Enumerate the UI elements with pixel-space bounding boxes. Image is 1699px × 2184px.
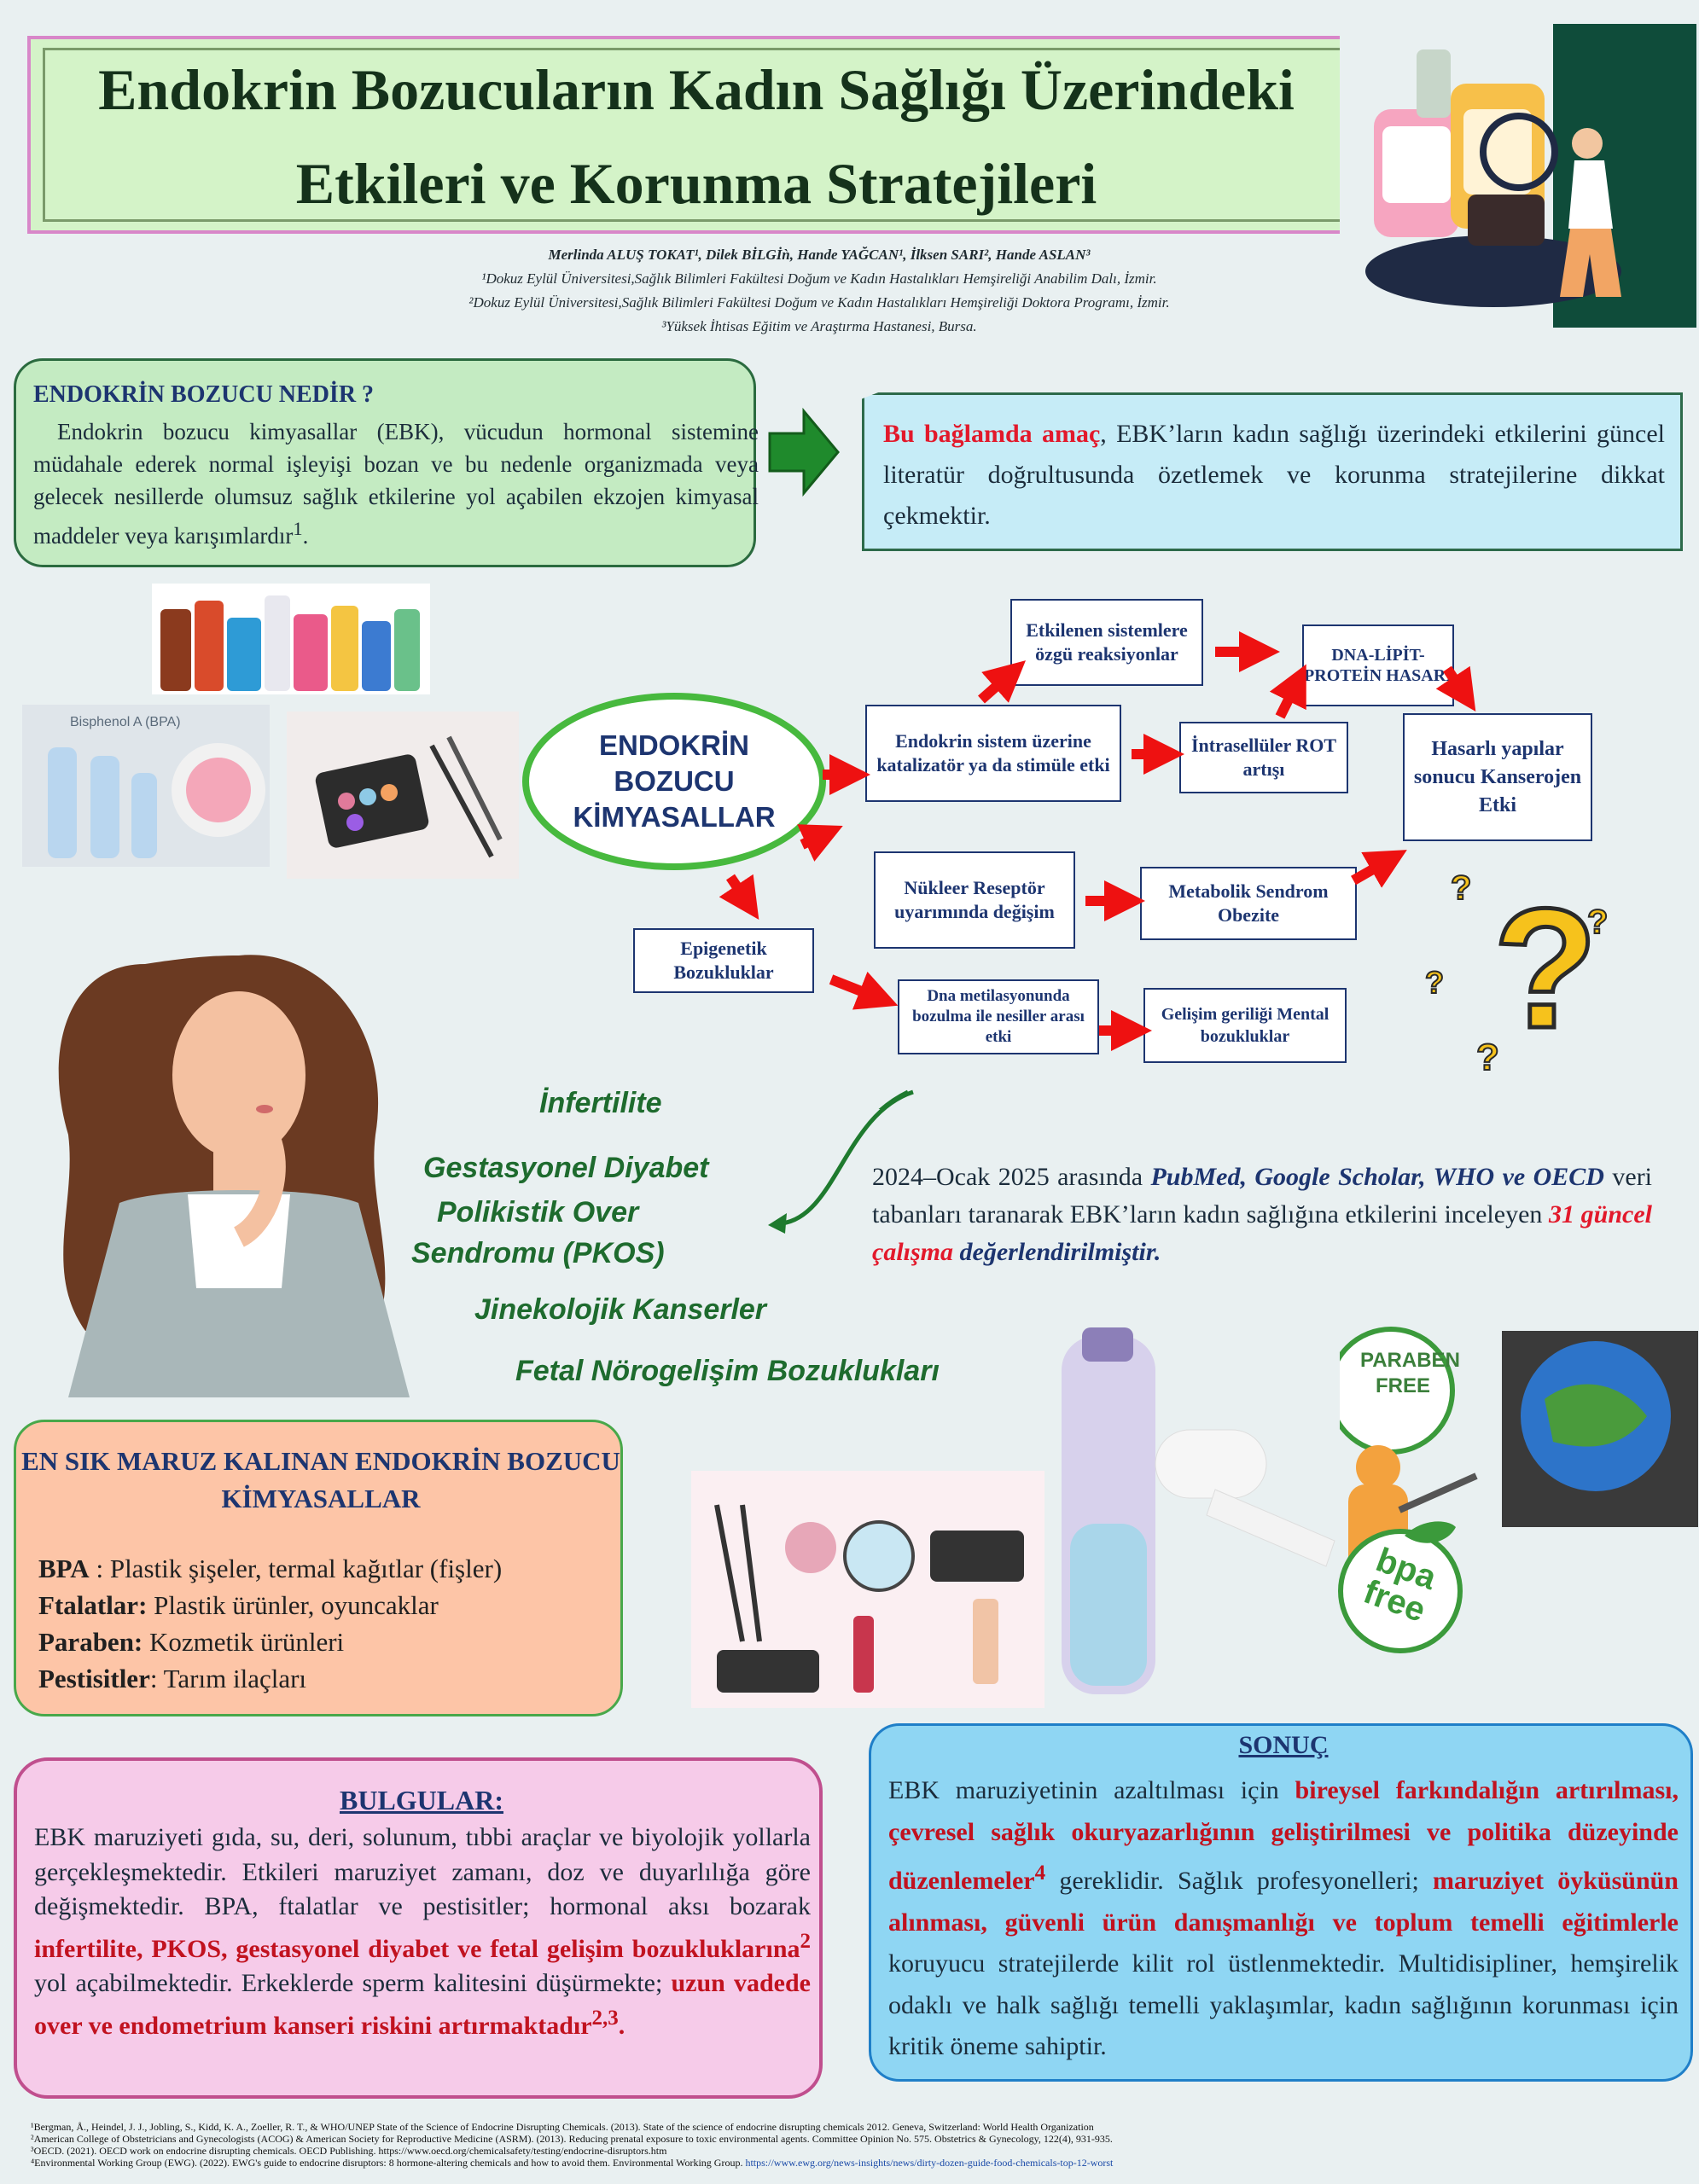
flow-node-metabolic-syndrome: Metabolik Sendrom Obezite [1140, 867, 1357, 940]
common-edc-title: EN SIK MARUZ KALINAN ENDOKRİN BOZUCU KİM… [21, 1446, 620, 1513]
disease-pcos-2: Sendromu (PKOS) [411, 1237, 665, 1269]
list-item: BPA : Plastik şişeler, termal kağıtlar (… [38, 1554, 503, 1583]
references: ¹Bergman, Å., Heindel, J. J., Jobling, S… [31, 2121, 1678, 2169]
disease-gyn-cancer: Jinekolojik Kanserler [474, 1293, 767, 1326]
definition-heading: ENDOKRİN BOZUCU NEDİR ? [33, 381, 375, 408]
flow-node-carcinogenic: Hasarlı yapılar sonucu Kanserojen Etki [1403, 713, 1592, 841]
edc-oval-line-1: ENDOKRİN [598, 729, 749, 761]
bottle-receipt-image [1062, 1327, 1335, 1694]
svg-text:?: ? [1425, 965, 1444, 1000]
affiliation-2: ²Dokuz Eylül Üniversitesi,Sağlık Bilimle… [468, 294, 1170, 311]
list-item: Ftalatlar: Plastik ürünler, oyuncaklar [38, 1590, 439, 1620]
flow-node-dna-methylation: Dna metilasyonunda bozulma ile nesiller … [898, 979, 1099, 1054]
disease-gdm: Gestasyonel Diyabet [423, 1152, 709, 1184]
flow-node-system-reactions: Etkilenen sistemlere özgü reaksiyonlar [1010, 599, 1203, 686]
flow-node-ros-increase: İntrasellüler ROT artışı [1179, 722, 1348, 793]
findings-text: EBK maruziyeti gıda, su, deri, solunum, … [34, 1823, 811, 2040]
bpa-free-badge-icon [1338, 1521, 1463, 1653]
reference-3: ³OECD. (2021). OECD work on endocrine di… [31, 2145, 667, 2157]
findings-panel: BULGULAR: EBK maruziyeti gıda, su, deri,… [14, 1757, 823, 2099]
definition-text: Endokrin bozucu kimyasallar (EBK), vücud… [33, 419, 759, 549]
conclusion-text: EBK maruziyetinin azaltılması için birey… [888, 1776, 1679, 2060]
disease-fetal-neuro: Fetal Nörogelişim Bozuklukları [515, 1355, 940, 1387]
reference-4-link[interactable]: https://www.ewg.org/news-insights/news/d… [745, 2157, 1114, 2169]
svg-text:?: ? [1476, 1037, 1499, 1078]
edc-oval-line-3: KİMYASALLAR [573, 801, 776, 833]
title-line-1: Endokrin Bozucuların Kadın Sağlığı Üzeri… [98, 57, 1295, 122]
curved-green-arrow-icon [768, 1089, 914, 1234]
aim-text: Bu bağlamda amaç, EBK’ların kadın sağlığ… [883, 420, 1665, 530]
paraben-free-earth-image [1340, 1327, 1698, 1578]
title-line-2: Etkileri ve Korunma Stratejileri [295, 151, 1097, 216]
affiliation-3: ³Yüksek İhtisas Eğitim ve Araştırma Hast… [661, 318, 977, 334]
cosmetic-bottles-image [152, 584, 430, 694]
svg-text:?: ? [1493, 874, 1597, 1064]
svg-text:?: ? [1451, 869, 1471, 907]
edc-central-oval: ENDOKRİN BOZUCU KİMYASALLAR [522, 693, 826, 870]
thinking-woman-illustration [58, 955, 410, 1397]
disease-pcos-1: Polikistik Over [437, 1196, 639, 1228]
disease-infertility: İnfertilite [539, 1087, 662, 1119]
cosmetics-illustration [1340, 24, 1696, 328]
flow-node-endocrine-effect: Endokrin sistem üzerine katalizatör ya d… [865, 705, 1121, 802]
reference-4: ⁴Environmental Working Group (EWG). (202… [31, 2157, 1114, 2169]
review-method-text: 2024–Ocak 2025 arasında PubMed, Google S… [872, 1163, 1653, 1266]
common-edc-list: BPA : Plastik şişeler, termal kağıtlar (… [38, 1550, 502, 1697]
flow-node-epigenetic: Epigenetik Bozukluklar [633, 928, 814, 993]
author-names: Merlinda ALUŞ TOKAT¹, Dilek BİLGİǹ, Hand… [548, 247, 1091, 263]
list-item: Pestisitler: Tarım ilaçları [38, 1664, 307, 1693]
title-banner: Endokrin Bozucuların Kadın Sağlığı Üzeri… [27, 36, 1410, 234]
conclusion-title: SONUÇ [1238, 1731, 1329, 1759]
bpa-label: Bisphenol A (BPA) [70, 715, 181, 729]
bpa-bottles-image [22, 705, 270, 867]
flow-node-nuclear-receptor: Nükleer Reseptör uyarımında değişim [874, 851, 1075, 949]
common-edc-panel: EN SIK MARUZ KALINAN ENDOKRİN BOZUCU KİM… [14, 1420, 623, 1716]
findings-title: BULGULAR: [339, 1785, 503, 1815]
edc-oval-line-2: BOZUCU [614, 765, 735, 797]
makeup-image [287, 712, 519, 879]
svg-text:?: ? [1587, 903, 1608, 941]
flow-node-developmental: Gelişim geriliği Mental bozukluklar [1143, 988, 1347, 1063]
reference-1: ¹Bergman, Å., Heindel, J. J., Jobling, S… [31, 2121, 1094, 2133]
conclusion-panel: SONUÇ EBK maruziyetinin azaltılması için… [869, 1723, 1693, 2082]
list-item: Paraben: Kozmetik ürünleri [38, 1627, 345, 1657]
question-mark-icon: ? ? ? ? ? [1424, 868, 1609, 1078]
affiliation-1: ¹Dokuz Eylül Üniversitesi,Sağlık Bilimle… [481, 270, 1157, 287]
reference-2: ²American College of Obstetricians and G… [31, 2133, 1113, 2145]
flow-node-dna-damage: DNA-LİPİT-PROTEİN HASARI [1302, 624, 1454, 706]
authors-block: Merlinda ALUŞ TOKAT¹, Dilek BİLGİǹ, Hand… [256, 243, 1382, 339]
green-arrow-icon [768, 408, 840, 497]
definition-panel: ENDOKRİN BOZUCU NEDİR ? Endokrin bozucu … [14, 358, 759, 567]
aim-panel: Bu bağlamda amaç, EBK’ların kadın sağlığ… [862, 392, 1683, 551]
makeup-flatlay-image [691, 1471, 1044, 1708]
